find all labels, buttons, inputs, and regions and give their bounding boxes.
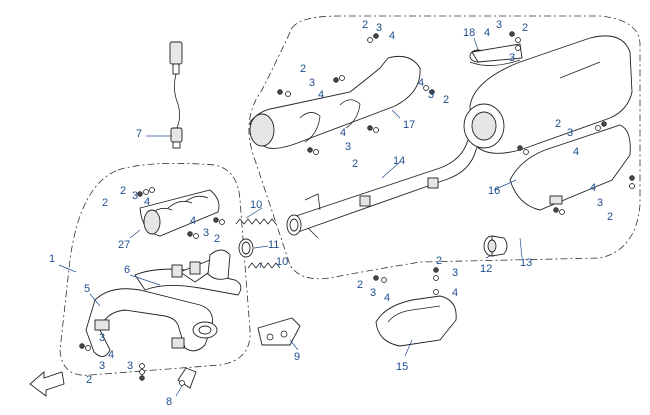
springs (235, 218, 281, 269)
header-group-outline (59, 162, 251, 376)
header-heat-shield (139, 189, 220, 237)
mounting-bracket (257, 317, 301, 346)
callout-6: 6 (124, 264, 130, 276)
front-direction-icon (29, 371, 65, 397)
callout-2: 2 (436, 255, 442, 267)
callout-2: 2 (300, 63, 306, 75)
callout-12: 12 (480, 263, 492, 275)
callout-2: 2 (555, 118, 561, 130)
callout-3: 3 (376, 22, 382, 34)
callout-14: 14 (393, 155, 405, 167)
callout-17: 17 (403, 119, 415, 131)
callout-1: 1 (49, 253, 55, 265)
muffler-heat-shield (509, 124, 631, 211)
bracket (177, 367, 197, 389)
callout-4: 4 (318, 89, 324, 101)
callout-11: 11 (268, 239, 279, 251)
callout-3: 3 (428, 89, 434, 101)
callout-3: 3 (309, 77, 315, 89)
muffler-group-outline (248, 15, 641, 280)
callout-3: 3 (99, 360, 105, 372)
callouts: 1 5 6 7 27 2 3 4 2 4 3 2 3 4 3 2 3 8 9 1… (49, 19, 613, 408)
callout-13: 13 (520, 257, 532, 269)
callout-2: 2 (362, 19, 368, 31)
callout-9: 9 (294, 351, 300, 363)
callout-2: 2 (102, 197, 108, 209)
upper-heat-shield (249, 55, 421, 149)
callout-3: 3 (452, 267, 458, 279)
callout-4: 4 (144, 196, 150, 208)
callout-8: 8 (166, 396, 172, 408)
callout-3: 3 (496, 19, 502, 31)
callout-2: 2 (120, 185, 126, 197)
callout-16: 16 (488, 185, 500, 197)
callout-3: 3 (370, 287, 376, 299)
callout-3: 3 (597, 197, 603, 209)
hardware (79, 31, 635, 381)
callout-18: 18 (463, 27, 475, 39)
callout-4: 4 (384, 292, 390, 304)
callout-15: 15 (396, 361, 408, 373)
callout-2: 2 (352, 158, 358, 170)
callout-3: 3 (203, 227, 209, 239)
callout-3: 3 (127, 360, 133, 372)
callout-10: 10 (250, 199, 262, 211)
callout-5: 5 (84, 283, 90, 295)
callout-3: 3 (509, 52, 515, 64)
callout-3: 3 (99, 332, 105, 344)
callout-4: 4 (418, 77, 424, 89)
gasket (238, 238, 254, 258)
spark-arrestor (469, 43, 523, 66)
callout-2: 2 (86, 374, 92, 386)
callout-2: 2 (357, 279, 363, 291)
callout-3: 3 (567, 127, 573, 139)
callout-27: 27 (118, 239, 130, 251)
muffler (463, 35, 633, 154)
callout-3: 3 (132, 190, 138, 202)
callout-4: 4 (573, 146, 579, 158)
leader-lines (58, 37, 523, 397)
callout-4: 4 (389, 30, 395, 42)
callout-3: 3 (345, 141, 351, 153)
callout-4: 4 (190, 215, 196, 227)
callout-2: 2 (607, 211, 613, 223)
pipe-heat-shield (375, 295, 457, 347)
tail-tip (483, 235, 508, 257)
callout-10: 10 (276, 256, 288, 268)
callout-4: 4 (340, 127, 346, 139)
callout-4: 4 (484, 27, 490, 39)
mid-pipe (286, 131, 483, 239)
callout-2: 2 (443, 94, 449, 106)
callout-7: 7 (136, 128, 142, 140)
callout-4: 4 (590, 182, 596, 194)
callout-2: 2 (522, 22, 528, 34)
callout-2: 2 (214, 233, 220, 245)
callout-4: 4 (452, 287, 458, 299)
callout-4: 4 (108, 349, 114, 361)
exhaust-header-pipes (85, 249, 242, 357)
oxygen-sensor (169, 41, 183, 149)
